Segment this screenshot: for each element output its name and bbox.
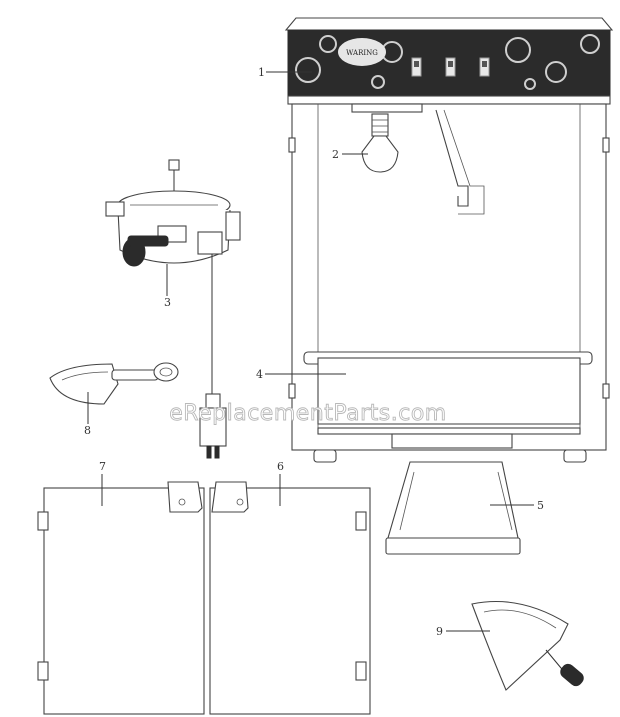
corn-scoop bbox=[471, 600, 584, 691]
crumb-tray bbox=[303, 351, 593, 449]
callout-9: 9 bbox=[436, 625, 443, 638]
watermark-text: eReplacementParts.com bbox=[169, 401, 446, 426]
callout-5: 5 bbox=[537, 499, 544, 512]
callout-2: 2 bbox=[332, 148, 339, 161]
brand-logo-text: WARING bbox=[346, 49, 378, 57]
left-door-panel bbox=[37, 481, 205, 715]
callout-3: 3 bbox=[164, 296, 171, 309]
right-door-panel bbox=[209, 481, 371, 715]
leader-lines bbox=[87, 71, 534, 632]
callout-labels: 1 2 3 4 5 6 7 8 9 bbox=[84, 66, 544, 638]
callout-4: 4 bbox=[256, 368, 263, 381]
brand-badge bbox=[338, 38, 386, 66]
callout-7: 7 bbox=[99, 460, 106, 473]
callout-8: 8 bbox=[84, 424, 91, 437]
serving-drawer bbox=[385, 461, 521, 555]
floral-pattern bbox=[295, 34, 600, 90]
heat-lamp bbox=[361, 113, 399, 173]
popcorn-kettle bbox=[105, 159, 241, 459]
callout-6: 6 bbox=[277, 460, 284, 473]
control-switches bbox=[411, 57, 490, 77]
popcorn-scoop bbox=[49, 362, 179, 405]
callout-1: 1 bbox=[258, 66, 265, 79]
popcorn-cabinet: WARING bbox=[284, 17, 614, 463]
